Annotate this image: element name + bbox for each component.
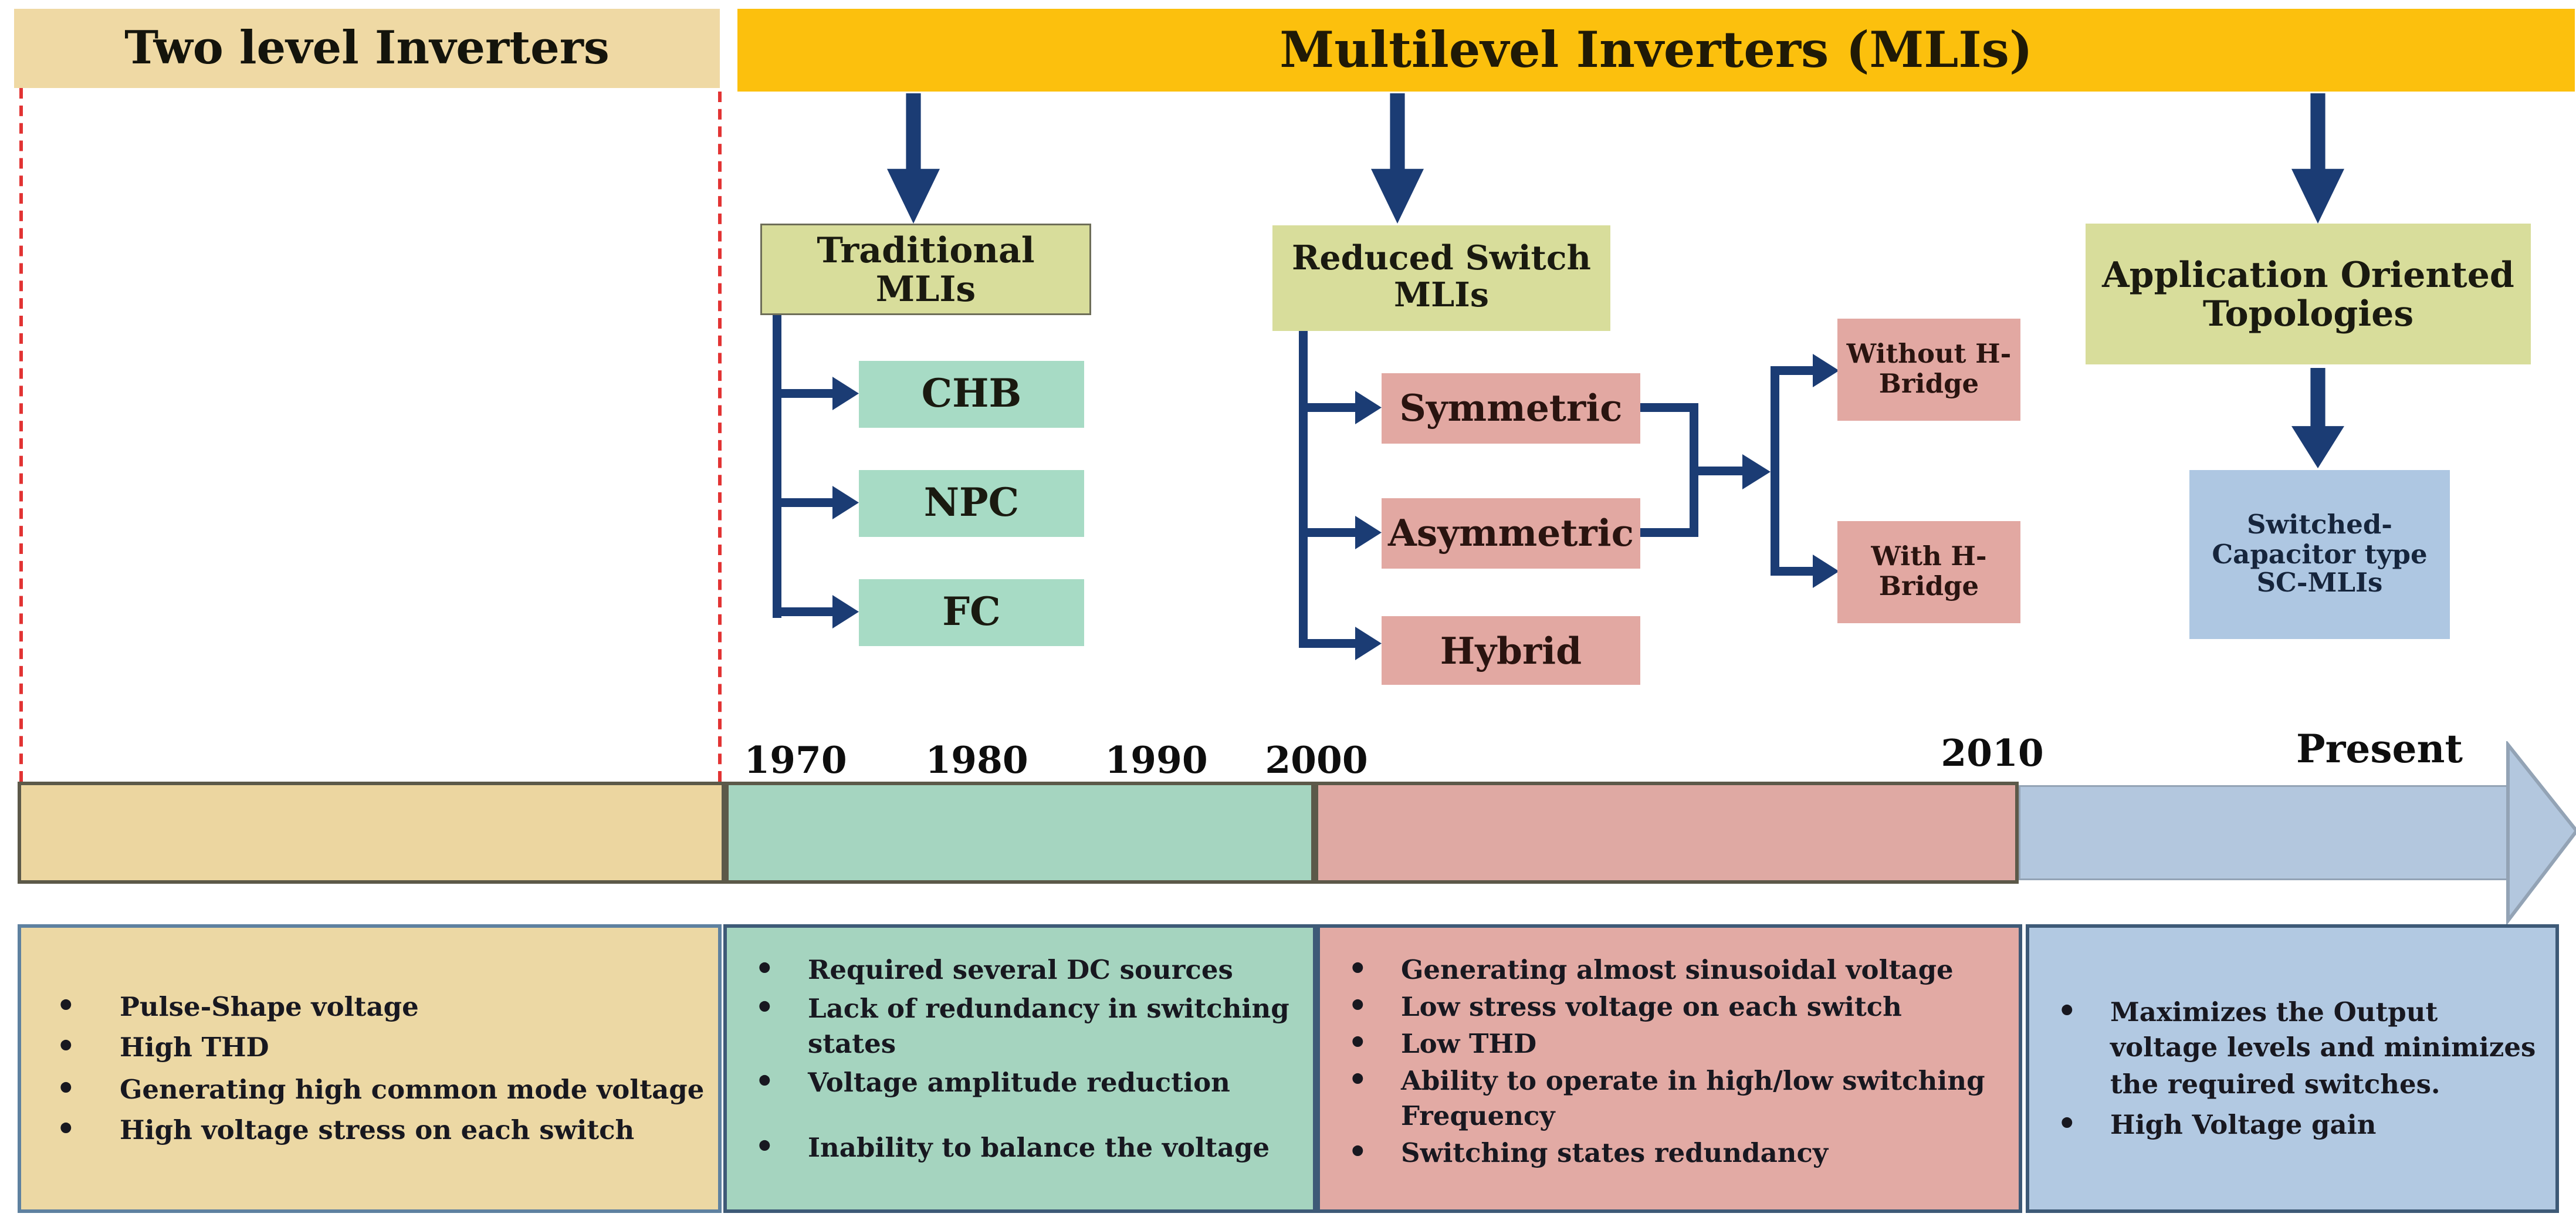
year-label-1970: 1970 (744, 738, 847, 782)
asymmetric-box: Asymmetric (1382, 498, 1640, 569)
panel-two-level-features: Pulse-Shape voltage High THD Generating … (18, 924, 722, 1213)
with-hbridge-arrowhead (1813, 555, 1839, 588)
symmetric-arrowhead (1355, 391, 1382, 424)
sc-mli-box: Switched-Capacitor type SC-MLIs (2189, 470, 2450, 639)
without-hbridge-hline (1771, 366, 1816, 375)
with-hbridge-box: With H-Bridge (1837, 521, 2020, 623)
bullet-item: Voltage amplitude reduction (748, 1064, 1302, 1104)
application-feature-list: Maximizes the Output voltage levels and … (2029, 990, 2555, 1147)
traditional-feature-list: Required several DC sources Lack of redu… (727, 951, 1313, 1170)
connector-fc-hline (773, 607, 836, 616)
year-label-1990: 1990 (1105, 738, 1208, 782)
down-arrow-application (2291, 93, 2344, 224)
bullet-item: High voltage stress on each switch (49, 1110, 704, 1151)
down-arrow-reduced (1371, 93, 1424, 224)
year-label-1980: 1980 (925, 738, 1028, 782)
bullet-item: Generating high common mode voltage (49, 1069, 704, 1110)
bullet-item: Low THD (1341, 1025, 2008, 1066)
timeline-present-arrowhead (2506, 741, 2576, 924)
fc-box: FC (859, 579, 1084, 646)
bullet-item: High THD (49, 1029, 704, 1069)
bracket-mid-arrowhead (1742, 454, 1771, 489)
chb-box: CHB (859, 361, 1084, 428)
symmetric-box: Symmetric (1382, 373, 1640, 444)
bullet-item: Lack of redundancy in switching states (748, 989, 1302, 1062)
timeline-segment-reduced (1315, 782, 2019, 884)
year-label-2010: 2010 (1941, 731, 2044, 775)
timeline-segment-two-level (18, 782, 725, 884)
hybrid-arrowhead (1355, 627, 1382, 660)
bracket-mid-hline (1690, 467, 1744, 475)
reduced-feature-list: Generating almost sinusoidal voltage Low… (1320, 951, 2019, 1175)
year-label-2000: 2000 (1265, 738, 1368, 782)
bullet-item: Switching states redundancy (1341, 1134, 2008, 1175)
year-label-present: Present (2296, 727, 2463, 773)
bullet-item: Inability to balance the voltage (748, 1129, 1302, 1170)
panel-traditional-features: Required several DC sources Lack of redu… (723, 924, 1316, 1213)
bullet-item: High Voltage gain (2050, 1105, 2545, 1145)
panel-application-features: Maximizes the Output voltage levels and … (2026, 924, 2559, 1213)
bullet-item: Generating almost sinusoidal voltage (1341, 951, 2008, 991)
npc-arrowhead (832, 486, 859, 519)
npc-box: NPC (859, 470, 1084, 537)
hbridge-split-vline (1771, 366, 1779, 576)
era-boundary-line-right (718, 92, 722, 782)
connector-hybrid-hline (1299, 639, 1359, 648)
reduced-switch-mlis-box: Reduced Switch MLIs (1272, 225, 1610, 331)
timeline-segment-present-body (2019, 785, 2510, 880)
down-arrow-traditional (887, 93, 940, 224)
hybrid-box: Hybrid (1382, 616, 1640, 685)
bracket-asymmetric-hline (1640, 528, 1698, 537)
bullet-item: Low stress voltage on each switch (1341, 988, 2008, 1028)
bullet-item: Ability to operate in high/low switching… (1341, 1062, 2008, 1135)
multilevel-inverters-header: Multilevel Inverters (MLIs) (737, 9, 2575, 92)
connector-symmetric-hline (1299, 403, 1359, 412)
bullet-item: Pulse-Shape voltage (49, 988, 704, 1029)
down-arrow-sc-mli (2291, 368, 2344, 468)
application-oriented-box: Application Oriented Topologies (2086, 224, 2531, 364)
connector-reduced-vline (1299, 331, 1308, 648)
two-level-feature-list: Pulse-Shape voltage High THD Generating … (21, 985, 715, 1153)
chb-arrowhead (832, 377, 859, 410)
panel-reduced-features: Generating almost sinusoidal voltage Low… (1316, 924, 2022, 1213)
bracket-symmetric-hline (1640, 403, 1698, 412)
traditional-mlis-box: Traditional MLIs (760, 224, 1091, 315)
connector-chb-hline (773, 389, 836, 398)
without-hbridge-box: Without H-Bridge (1837, 319, 2020, 421)
fc-arrowhead (832, 595, 859, 628)
bullet-item: Required several DC sources (748, 951, 1302, 991)
asymmetric-arrowhead (1355, 516, 1382, 549)
connector-asymmetric-hline (1299, 528, 1359, 537)
connector-traditional-vline (773, 315, 781, 618)
era-boundary-line-left (19, 88, 23, 782)
timeline-segment-traditional (725, 782, 1315, 884)
two-level-inverters-header: Two level Inverters (14, 9, 720, 88)
connector-npc-hline (773, 498, 836, 507)
without-hbridge-arrowhead (1813, 354, 1839, 387)
with-hbridge-hline (1771, 567, 1816, 576)
bullet-item: Maximizes the Output voltage levels and … (2050, 993, 2545, 1101)
